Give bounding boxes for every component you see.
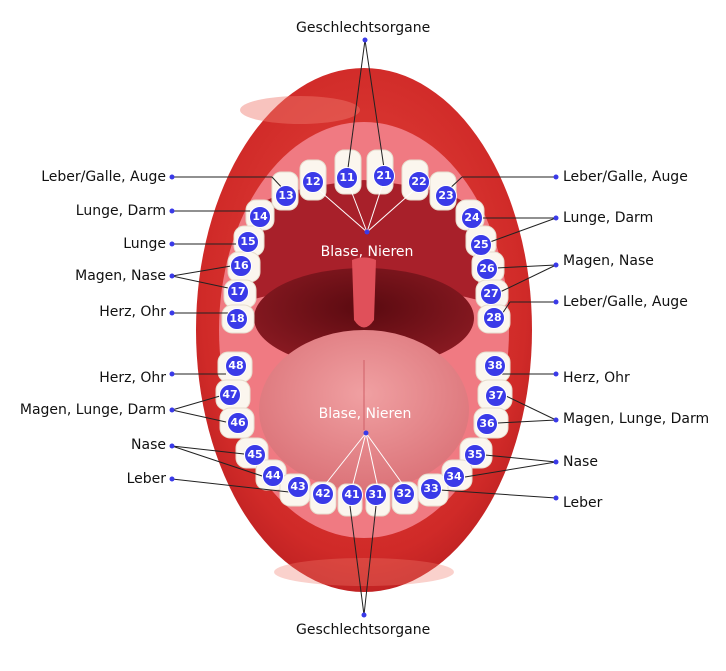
lip-highlight xyxy=(240,96,360,124)
tooth-badge-24: 24 xyxy=(461,207,483,229)
label-left-magen-lunge-darm: Magen, Lunge, Darm xyxy=(19,402,166,418)
palate xyxy=(250,180,478,300)
tooth-badge-43: 43 xyxy=(287,476,309,498)
tooth-badge-44: 44 xyxy=(262,465,284,487)
tooth-badge-17: 17 xyxy=(227,281,249,303)
label-right-herz-ohr: Herz, Ohr xyxy=(563,370,630,386)
label-right-leber-galle-auge-upper: Leber/Galle, Auge xyxy=(563,169,688,185)
tooth-badge-45: 45 xyxy=(244,444,266,466)
label-right-leber-galle-auge-lower: Leber/Galle, Auge xyxy=(563,294,688,310)
tooth-badge-34: 34 xyxy=(443,466,465,488)
label-left-nase: Nase xyxy=(131,437,166,453)
label-right-leber: Leber xyxy=(563,495,603,511)
tooth-badge-14: 14 xyxy=(249,206,271,228)
label-right-nase: Nase xyxy=(563,454,598,470)
endpoint-dots xyxy=(169,37,559,618)
label-top-geschlechtsorgane: Geschlechtsorgane xyxy=(296,20,431,36)
tooth-badge-36: 36 xyxy=(476,413,498,435)
tooth-badge-28: 28 xyxy=(483,307,505,329)
label-left-leber: Leber xyxy=(126,471,166,487)
label-upper-blase-nieren: Blase, Nieren xyxy=(320,244,414,260)
tooth-badge-25: 25 xyxy=(470,234,492,256)
label-left-magen-nase: Magen, Nase xyxy=(75,268,166,284)
tooth-badge-15: 15 xyxy=(237,231,259,253)
tooth-badge-21: 21 xyxy=(373,165,395,187)
tooth-badge-35: 35 xyxy=(464,444,486,466)
tooth-badge-22: 22 xyxy=(408,171,430,193)
tooth-badge-27: 27 xyxy=(480,283,502,305)
tooth-badge-33: 33 xyxy=(420,478,442,500)
tooth-badge-12: 12 xyxy=(302,171,324,193)
tooth-badge-37: 37 xyxy=(485,385,507,407)
tooth-badge-42: 42 xyxy=(312,483,334,505)
connector-lines xyxy=(171,39,557,616)
label-left-herz-ohr-lower: Herz, Ohr xyxy=(99,370,166,386)
label-right-magen-lunge-darm: Magen, Lunge, Darm xyxy=(563,411,710,427)
label-right-lunge-darm: Lunge, Darm xyxy=(563,210,654,226)
tooth-badge-38: 38 xyxy=(484,355,506,377)
tooth-badge-18: 18 xyxy=(226,308,248,330)
label-right-magen-nase: Magen, Nase xyxy=(563,253,654,269)
label-lower-blase-nieren: Blase, Nieren xyxy=(318,406,412,422)
tooth-badge-46: 46 xyxy=(227,412,249,434)
lip-highlight-lower xyxy=(274,558,454,586)
label-left-lunge-darm: Lunge, Darm xyxy=(75,203,166,219)
tooth-badge-16: 16 xyxy=(230,255,252,277)
tooth-badge-11: 11 xyxy=(336,167,358,189)
label-bottom-geschlechtsorgane: Geschlechtsorgane xyxy=(296,622,431,638)
uvula xyxy=(352,257,376,328)
label-left-leber-galle-auge: Leber/Galle, Auge xyxy=(41,169,166,185)
tooth-badge-32: 32 xyxy=(393,483,415,505)
tooth-badge-41: 41 xyxy=(341,484,363,506)
label-left-lunge: Lunge xyxy=(123,236,166,252)
label-left-herz-ohr-upper: Herz, Ohr xyxy=(99,304,166,320)
tooth-badge-47: 47 xyxy=(219,384,241,406)
tooth-badge-13: 13 xyxy=(275,185,297,207)
tooth-badge-26: 26 xyxy=(476,258,498,280)
tooth-badge-48: 48 xyxy=(225,355,247,377)
tooth-badge-23: 23 xyxy=(435,185,457,207)
tooth-badge-31: 31 xyxy=(365,484,387,506)
